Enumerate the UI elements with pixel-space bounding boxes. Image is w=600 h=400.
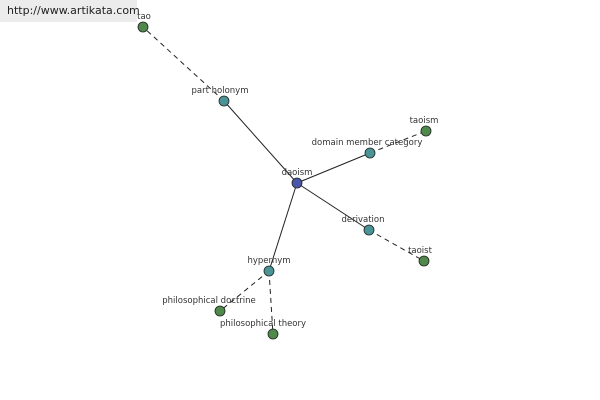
node-taoist[interactable]: taoist bbox=[408, 246, 433, 267]
node-label-taoism: taoism bbox=[410, 116, 439, 126]
edge-daoism-to-hypernym bbox=[268, 182, 298, 272]
node-taoism[interactable]: taoism bbox=[410, 116, 439, 137]
node-marker-philosophical-theory[interactable] bbox=[267, 328, 279, 340]
node-label-daoism: daoism bbox=[282, 168, 313, 178]
node-label-philosophical-theory: philosophical theory bbox=[220, 319, 306, 329]
node-label-taoist: taoist bbox=[408, 246, 433, 256]
node-marker-taoism[interactable] bbox=[420, 125, 432, 137]
node-part-holonym[interactable]: part holonym bbox=[192, 86, 249, 107]
edge-part-holonym-to-tao bbox=[142, 26, 225, 102]
edge-derivation-to-taoist bbox=[368, 229, 425, 262]
node-daoism[interactable]: daoism bbox=[282, 168, 313, 189]
node-label-tao: tao bbox=[137, 12, 151, 22]
node-label-derivation: derivation bbox=[341, 215, 384, 225]
node-tao[interactable]: tao bbox=[137, 12, 151, 33]
node-marker-hypernym[interactable] bbox=[263, 265, 275, 277]
node-label-hypernym: hypernym bbox=[247, 256, 290, 266]
node-derivation[interactable]: derivation bbox=[341, 215, 385, 236]
node-marker-derivation[interactable] bbox=[363, 224, 375, 236]
node-marker-daoism[interactable] bbox=[291, 177, 303, 189]
source-url-link[interactable]: http://www.artikata.com bbox=[0, 0, 140, 22]
edge-layer bbox=[142, 26, 427, 335]
edge-daoism-to-derivation bbox=[296, 182, 370, 231]
node-philosophical-theory[interactable]: philosophical theory bbox=[220, 319, 306, 340]
node-marker-part-holonym[interactable] bbox=[218, 95, 230, 107]
edge-hypernym-to-philosophical-doctrine bbox=[219, 270, 270, 312]
node-label-philosophical-doctrine: philosophical doctrine bbox=[162, 296, 256, 306]
node-hypernym[interactable]: hypernym bbox=[247, 256, 291, 277]
node-domain-member-category[interactable]: domain member category bbox=[312, 138, 423, 159]
node-marker-tao[interactable] bbox=[137, 21, 149, 33]
edge-daoism-to-part-holonym bbox=[223, 100, 298, 184]
node-marker-domain-member-category[interactable] bbox=[364, 147, 376, 159]
edge-hypernym-to-philosophical-theory bbox=[268, 270, 274, 335]
node-marker-philosophical-doctrine[interactable] bbox=[214, 305, 226, 317]
node-philosophical-doctrine[interactable]: philosophical doctrine bbox=[162, 296, 256, 317]
edge-daoism-to-domain-member-category bbox=[296, 152, 371, 184]
node-label-part-holonym: part holonym bbox=[192, 86, 249, 96]
node-layer: daoism part holonym domain member category… bbox=[137, 12, 439, 340]
edge-domain-member-category-to-taoism bbox=[369, 130, 427, 154]
node-marker-taoist[interactable] bbox=[418, 255, 430, 267]
node-label-domain-member-category: domain member category bbox=[312, 138, 423, 148]
